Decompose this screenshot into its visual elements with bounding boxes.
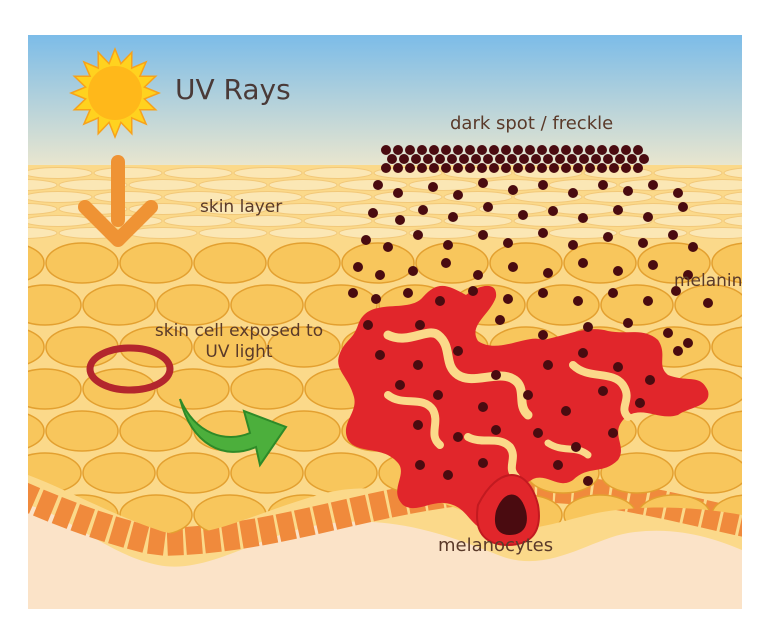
melanocyte <box>338 285 709 547</box>
sun-icon <box>68 46 162 140</box>
dermis <box>28 505 742 609</box>
dark-spot-label: dark spot / freckle <box>450 113 614 134</box>
melanin-granules <box>348 178 713 486</box>
skin-layer-label: skin layer <box>200 197 283 217</box>
uv-rays-label: UV Rays <box>175 73 291 106</box>
exposed-skin-cell-highlight <box>86 344 174 394</box>
melanocytes-label: melanocytes <box>438 535 554 556</box>
dark-spot-freckle <box>381 145 649 173</box>
melanin-label: melanin <box>674 271 742 291</box>
curved-arrow-icon <box>179 398 288 468</box>
skin-cell-label: skin cell exposed to UV light <box>154 321 324 362</box>
skin-diagram: UV Rays dark spot / freckle skin layer s… <box>28 35 742 609</box>
arrow-down-icon <box>78 155 158 247</box>
